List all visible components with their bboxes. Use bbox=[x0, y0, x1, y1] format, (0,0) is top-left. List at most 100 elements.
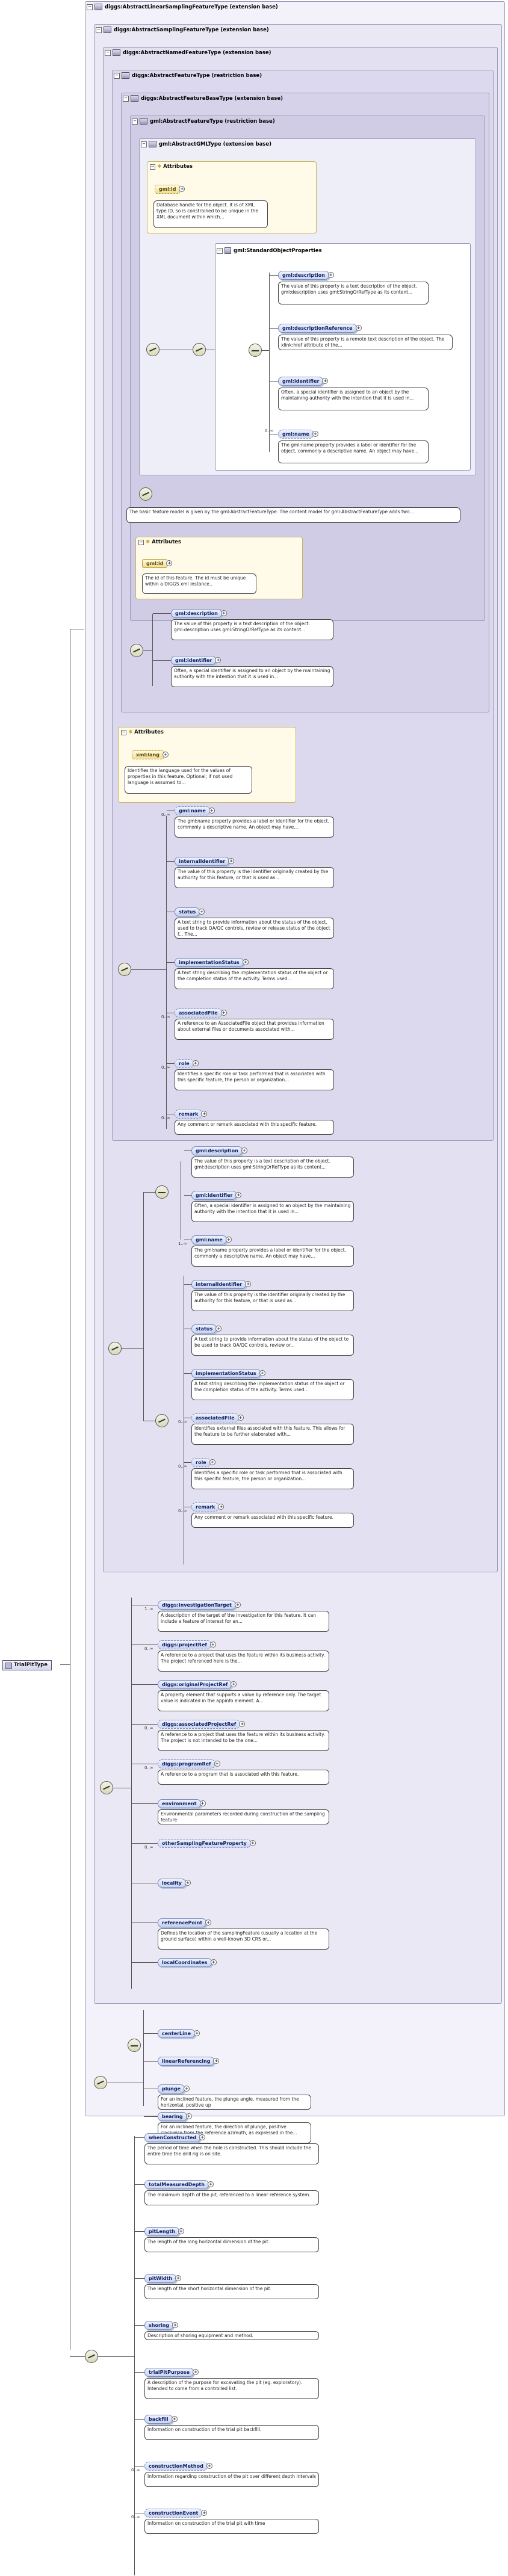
expand-icon[interactable]: + bbox=[245, 1281, 252, 1287]
choice-icon[interactable] bbox=[128, 2039, 141, 2052]
element-gml-description[interactable]: gml:description+ bbox=[171, 609, 227, 618]
element-remark[interactable]: remark+ bbox=[191, 1503, 225, 1512]
root-element-trialpittype[interactable]: TrialPitType bbox=[2, 1660, 52, 1670]
sequence-icon[interactable] bbox=[193, 343, 206, 356]
expand-icon[interactable]: + bbox=[327, 272, 334, 278]
collapse-toggle[interactable]: − bbox=[87, 4, 93, 10]
expand-icon[interactable]: + bbox=[231, 1681, 237, 1687]
expand-icon[interactable]: + bbox=[242, 959, 249, 965]
element-status[interactable]: status+ bbox=[191, 1324, 222, 1333]
expand-icon[interactable]: + bbox=[234, 1602, 241, 1608]
element-pitwidth[interactable]: pitWidth+ bbox=[144, 2274, 182, 2283]
expand-icon[interactable]: + bbox=[241, 1147, 247, 1154]
expand-icon[interactable]: + bbox=[205, 1920, 212, 1926]
expand-icon[interactable]: + bbox=[179, 186, 185, 192]
collapse-toggle[interactable]: − bbox=[150, 164, 155, 170]
sequence-icon[interactable] bbox=[130, 644, 143, 657]
collapse-toggle[interactable]: − bbox=[217, 247, 223, 254]
element-implementationstatus[interactable]: implementationStatus+ bbox=[175, 958, 249, 967]
collapse-toggle[interactable]: − bbox=[123, 95, 129, 102]
expand-icon[interactable]: + bbox=[215, 657, 221, 663]
collapse-toggle[interactable]: − bbox=[132, 118, 138, 125]
element-internalidentifier[interactable]: internalIdentifier+ bbox=[175, 857, 235, 866]
element-gml-description[interactable]: gml:description+ bbox=[191, 1146, 247, 1155]
element-diggs-projectref[interactable]: diggs:projectRef+ bbox=[158, 1640, 216, 1649]
element-gml-identifier[interactable]: gml:identifier+ bbox=[278, 377, 329, 386]
element-gml-identifier[interactable]: gml:identifier+ bbox=[191, 1191, 242, 1200]
element-gml-descriptionreference[interactable]: gml:descriptionReference+ bbox=[278, 324, 362, 333]
expand-icon[interactable]: + bbox=[207, 2181, 214, 2187]
element-trialpitpurpose[interactable]: trialPitPurpose+ bbox=[144, 2368, 199, 2377]
sequence-icon[interactable] bbox=[155, 1414, 169, 1427]
choice-icon[interactable] bbox=[155, 1185, 169, 1199]
element-associatedfile[interactable]: associatedFile+ bbox=[175, 1008, 227, 1018]
expand-icon[interactable]: + bbox=[249, 1840, 256, 1846]
element-role[interactable]: role+ bbox=[175, 1059, 199, 1068]
element-gml-identifier[interactable]: gml:identifier+ bbox=[171, 656, 221, 665]
element-internalidentifier[interactable]: internalIdentifier+ bbox=[191, 1280, 252, 1289]
expand-icon[interactable]: + bbox=[175, 2275, 182, 2281]
collapse-toggle[interactable]: − bbox=[96, 26, 102, 33]
expand-icon[interactable]: + bbox=[185, 2113, 192, 2119]
element-pitlength[interactable]: pitLength+ bbox=[144, 2227, 184, 2236]
element-constructionevent[interactable]: constructionEvent+ bbox=[144, 2509, 208, 2518]
expand-icon[interactable]: + bbox=[225, 1237, 232, 1243]
expand-icon[interactable]: + bbox=[199, 1800, 206, 1806]
element-referencepoint[interactable]: referencePoint+ bbox=[158, 1918, 212, 1927]
element-gml-description[interactable]: gml:description+ bbox=[278, 271, 334, 280]
expand-icon[interactable]: + bbox=[184, 2086, 190, 2092]
collapse-toggle[interactable]: − bbox=[121, 729, 126, 735]
element-whenconstructed[interactable]: whenConstructed+ bbox=[144, 2133, 206, 2142]
sequence-icon[interactable] bbox=[249, 344, 262, 357]
collapse-toggle[interactable]: − bbox=[141, 141, 147, 147]
expand-icon[interactable]: + bbox=[178, 2228, 184, 2234]
expand-icon[interactable]: + bbox=[355, 325, 362, 331]
expand-icon[interactable]: + bbox=[322, 378, 329, 384]
element-associatedfile[interactable]: associatedFile+ bbox=[191, 1413, 244, 1422]
expand-icon[interactable]: + bbox=[201, 2510, 208, 2516]
element-othersamplingfeatureproperty[interactable]: otherSamplingFeatureProperty+ bbox=[158, 1839, 256, 1848]
element-backfill[interactable]: backfill+ bbox=[144, 2415, 178, 2424]
element-locality[interactable]: locality+ bbox=[158, 1879, 191, 1888]
expand-icon[interactable]: + bbox=[239, 1721, 246, 1727]
expand-icon[interactable]: + bbox=[209, 1642, 216, 1648]
element-diggs-programref[interactable]: diggs:programRef+ bbox=[158, 1759, 220, 1768]
element-diggs-associatedprojectref[interactable]: diggs:associatedProjectRef+ bbox=[158, 1720, 246, 1729]
element-remark[interactable]: remark+ bbox=[175, 1110, 208, 1119]
collapse-toggle[interactable]: − bbox=[114, 72, 120, 79]
element-role[interactable]: role+ bbox=[191, 1458, 215, 1467]
expand-icon[interactable]: + bbox=[220, 610, 227, 616]
element-gml-name[interactable]: gml:name+ bbox=[191, 1235, 232, 1244]
expand-icon[interactable]: + bbox=[192, 1060, 199, 1066]
expand-icon[interactable]: + bbox=[215, 1326, 222, 1332]
expand-icon[interactable]: + bbox=[206, 2463, 212, 2469]
expand-icon[interactable]: + bbox=[312, 431, 318, 437]
expand-icon[interactable]: + bbox=[213, 2058, 220, 2064]
sequence-icon[interactable] bbox=[146, 343, 160, 356]
expand-icon[interactable]: + bbox=[214, 1761, 220, 1767]
element-linearreferencing[interactable]: linearReferencing+ bbox=[158, 2057, 220, 2066]
element-environment[interactable]: environment+ bbox=[158, 1799, 206, 1808]
element-status[interactable]: status+ bbox=[175, 907, 205, 916]
expand-icon[interactable]: + bbox=[209, 1459, 215, 1465]
expand-icon[interactable]: + bbox=[259, 1370, 265, 1376]
element-localcoordinates[interactable]: localCoordinates+ bbox=[158, 1958, 217, 1967]
element-gml-name[interactable]: gml:name+ bbox=[175, 806, 215, 815]
sequence-icon[interactable] bbox=[118, 963, 131, 976]
expand-icon[interactable]: + bbox=[172, 2322, 179, 2328]
attr-gml-id[interactable]: gml:id+ bbox=[155, 185, 185, 194]
expand-icon[interactable]: + bbox=[208, 808, 215, 814]
element-bearing[interactable]: bearing+ bbox=[158, 2112, 192, 2121]
attr-xml-lang[interactable]: xml:lang+ bbox=[132, 750, 169, 759]
expand-icon[interactable]: + bbox=[235, 1192, 242, 1198]
expand-icon[interactable]: + bbox=[220, 1010, 227, 1016]
element-implementationstatus[interactable]: implementationStatus+ bbox=[191, 1369, 265, 1378]
collapse-toggle[interactable]: − bbox=[138, 539, 144, 545]
collapse-toggle[interactable]: − bbox=[105, 49, 111, 56]
expand-icon[interactable]: + bbox=[228, 858, 235, 864]
expand-icon[interactable]: + bbox=[199, 909, 205, 915]
element-plunge[interactable]: plunge+ bbox=[158, 2084, 190, 2093]
expand-icon[interactable]: + bbox=[194, 2030, 200, 2036]
expand-icon[interactable]: + bbox=[171, 2416, 178, 2422]
element-diggs-originalprojectref[interactable]: diggs:originalProjectRef+ bbox=[158, 1680, 237, 1689]
